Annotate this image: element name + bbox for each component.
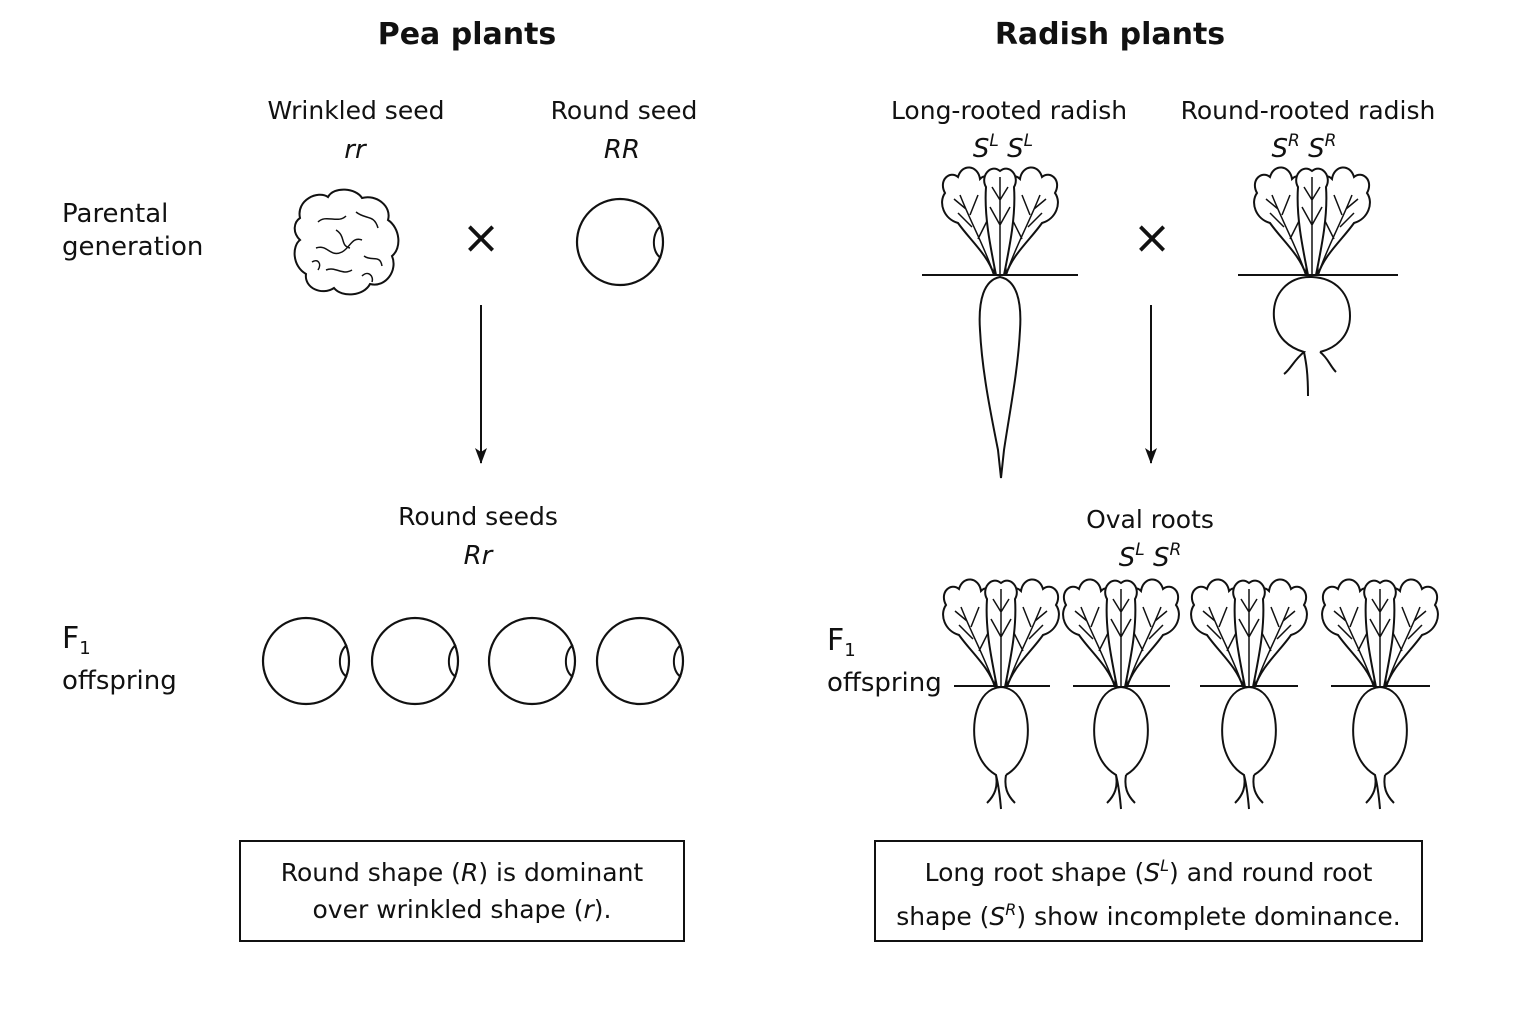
f1-round-seed-icon	[370, 616, 460, 706]
round-radish-label: Round-rooted radish	[1180, 96, 1436, 125]
long-radish-genotype: SL SL	[972, 131, 1034, 164]
f1-round-seed-icon	[595, 616, 685, 706]
offspring-word: offspring	[62, 666, 177, 696]
round-seed-label: Round seed	[550, 96, 698, 125]
pea-title: Pea plants	[377, 17, 557, 52]
radish-f1-offspring-label: F1 offspring	[827, 624, 942, 700]
f1-subscript: 1	[79, 638, 91, 659]
round-radish-icon	[1238, 166, 1398, 397]
f1-round-seed-icon	[261, 616, 351, 706]
pea-cross-symbol: ×	[462, 210, 501, 264]
f1-subscript: 1	[844, 640, 856, 661]
pea-f1-offspring-label: F1 offspring	[62, 622, 177, 698]
oval-roots-genotype: SL SR	[1118, 540, 1182, 573]
f1-oval-radish-icon	[1322, 579, 1438, 809]
f1-oval-radish-icon	[1063, 579, 1179, 809]
f1-letter: F	[827, 623, 845, 658]
round-radish-genotype: SR SR	[1271, 131, 1337, 164]
f1-oval-radish-icon	[943, 579, 1059, 809]
f1-round-seed-icon	[487, 616, 577, 706]
pea-dominance-note: Round shape (R) is dominant over wrinkle…	[239, 840, 685, 942]
wrinkled-seed-icon	[293, 188, 400, 296]
round-seed-icon	[575, 197, 665, 287]
parental-label-line1: Parental	[62, 199, 169, 229]
round-seeds-label: Round seeds	[398, 502, 558, 531]
f1-letter: F	[62, 621, 80, 656]
long-radish-icon	[922, 166, 1078, 479]
oval-roots-label: Oval roots	[1086, 505, 1214, 534]
offspring-word: offspring	[827, 668, 942, 698]
wrinkled-seed-label: Wrinkled seed	[267, 96, 445, 125]
radish-title: Radish plants	[994, 17, 1226, 52]
radish-cross-symbol: ×	[1133, 210, 1172, 264]
round-seed-genotype: RR	[603, 135, 641, 165]
radish-incomplete-dominance-note: Long root shape (SL) and round root shap…	[874, 840, 1423, 942]
long-radish-label: Long-rooted radish	[890, 96, 1128, 125]
parental-generation-label: Parental generation	[62, 198, 203, 264]
f1-oval-radish-icon	[1191, 579, 1307, 809]
wrinkled-seed-genotype: rr	[344, 135, 366, 165]
parental-label-line2: generation	[62, 232, 204, 262]
round-seeds-genotype: Rr	[463, 541, 493, 571]
